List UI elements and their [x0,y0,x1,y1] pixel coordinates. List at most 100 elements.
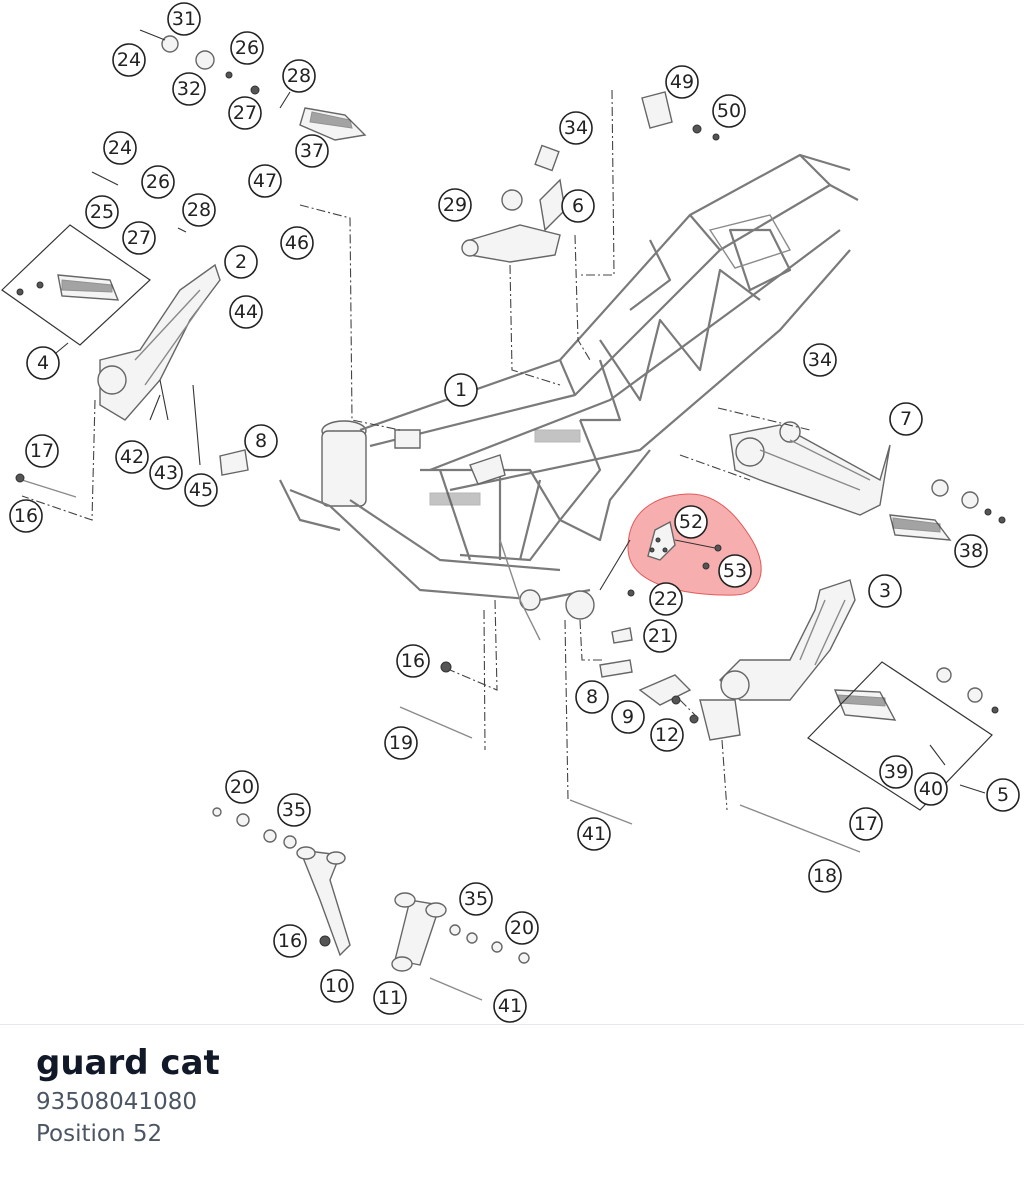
callout-9[interactable]: 9 [611,700,645,734]
guard-cat-part [647,520,722,570]
callout-43[interactable]: 43 [149,456,183,490]
callout-39[interactable]: 39 [879,755,913,789]
callout-label: 35 [464,888,488,910]
callout-6[interactable]: 6 [561,189,595,223]
callout-17[interactable]: 17 [849,807,883,841]
callout-label: 25 [90,201,114,223]
callout-label: 27 [127,227,151,249]
callout-7[interactable]: 7 [889,402,923,436]
callout-24[interactable]: 24 [103,131,137,165]
callout-1[interactable]: 1 [444,373,478,407]
callout-29[interactable]: 29 [438,188,472,222]
callout-27[interactable]: 27 [122,221,156,255]
callout-label: 4 [37,352,49,374]
callout-28[interactable]: 28 [182,193,216,227]
callout-47[interactable]: 47 [248,164,282,198]
main-frame [279,153,859,641]
callout-label: 5 [997,784,1009,806]
callout-label: 8 [255,430,267,452]
callout-label: 29 [443,194,467,216]
callout-10[interactable]: 10 [320,969,354,1003]
engine-mount-bracket [461,144,566,263]
callout-11[interactable]: 11 [373,981,407,1015]
callout-16[interactable]: 16 [396,644,430,678]
right-footrest-hanger [699,579,999,741]
callout-34[interactable]: 34 [803,343,837,377]
callout-label: 47 [253,170,277,192]
callout-label: 28 [187,199,211,221]
callout-26[interactable]: 26 [141,165,175,199]
callout-21[interactable]: 21 [643,619,677,653]
part-name: guard cat [36,1043,220,1083]
upper-footpeg [161,35,367,141]
callout-46[interactable]: 46 [280,226,314,260]
callout-label: 11 [378,987,402,1009]
callout-52[interactable]: 52 [674,505,708,539]
part-info-panel: guard cat 93508041080 Position 52 [36,1040,220,1150]
callout-45[interactable]: 45 [184,473,218,507]
callout-41[interactable]: 41 [493,989,527,1023]
callout-label: 9 [622,706,634,728]
callout-2[interactable]: 2 [224,245,258,279]
callout-26[interactable]: 26 [230,31,264,65]
callout-label: 41 [582,823,606,845]
axle-bolts [15,473,861,1001]
callout-34[interactable]: 34 [559,111,593,145]
callout-label: 42 [120,446,144,468]
callout-label: 52 [679,511,703,533]
callout-20[interactable]: 20 [225,770,259,804]
callout-32[interactable]: 32 [172,72,206,106]
callout-label: 34 [808,349,832,371]
callout-label: 24 [117,49,141,71]
callout-18[interactable]: 18 [808,859,842,893]
callout-16[interactable]: 16 [273,924,307,958]
callout-37[interactable]: 37 [295,134,329,168]
callout-label: 16 [14,505,38,527]
left-footrest-hanger [97,263,221,421]
callout-8[interactable]: 8 [575,680,609,714]
callout-label: 17 [854,813,878,835]
callout-16[interactable]: 16 [9,499,43,533]
callout-label: 34 [564,117,588,139]
callout-label: 26 [235,37,259,59]
callout-44[interactable]: 44 [229,295,263,329]
callout-50[interactable]: 50 [712,94,746,128]
callout-27[interactable]: 27 [228,96,262,130]
leader-lines [91,29,946,766]
right-pillion-footrest-hanger [729,421,1006,541]
part-position: Position 52 [36,1121,163,1147]
callout-31[interactable]: 31 [167,2,201,36]
callout-19[interactable]: 19 [384,726,418,760]
callout-5[interactable]: 5 [986,778,1020,812]
callout-label: 6 [572,195,584,217]
callout-40[interactable]: 40 [914,772,948,806]
callout-label: 45 [189,479,213,501]
callout-35[interactable]: 35 [277,793,311,827]
callout-8[interactable]: 8 [244,424,278,458]
callout-label: 32 [177,78,201,100]
callout-25[interactable]: 25 [85,195,119,229]
callout-label: 22 [654,588,678,610]
callout-28[interactable]: 28 [282,59,316,93]
callout-label: 16 [278,930,302,952]
callout-label: 49 [670,71,694,93]
callout-42[interactable]: 42 [115,440,149,474]
callout-3[interactable]: 3 [868,574,902,608]
callout-4[interactable]: 4 [26,346,60,380]
callout-38[interactable]: 38 [954,534,988,568]
callout-24[interactable]: 24 [112,43,146,77]
callout-12[interactable]: 12 [650,718,684,752]
callout-label: 41 [498,995,522,1017]
callout-49[interactable]: 49 [665,65,699,99]
divider [0,1024,1024,1025]
callout-53[interactable]: 53 [718,554,752,588]
callout-20[interactable]: 20 [505,911,539,945]
callout-17[interactable]: 17 [25,434,59,468]
callout-41[interactable]: 41 [577,817,611,851]
callout-label: 44 [234,301,258,323]
callout-label: 20 [230,776,254,798]
callout-22[interactable]: 22 [649,582,683,616]
callout-label: 20 [510,917,534,939]
callout-35[interactable]: 35 [459,882,493,916]
assembly-center-lines [21,89,811,811]
